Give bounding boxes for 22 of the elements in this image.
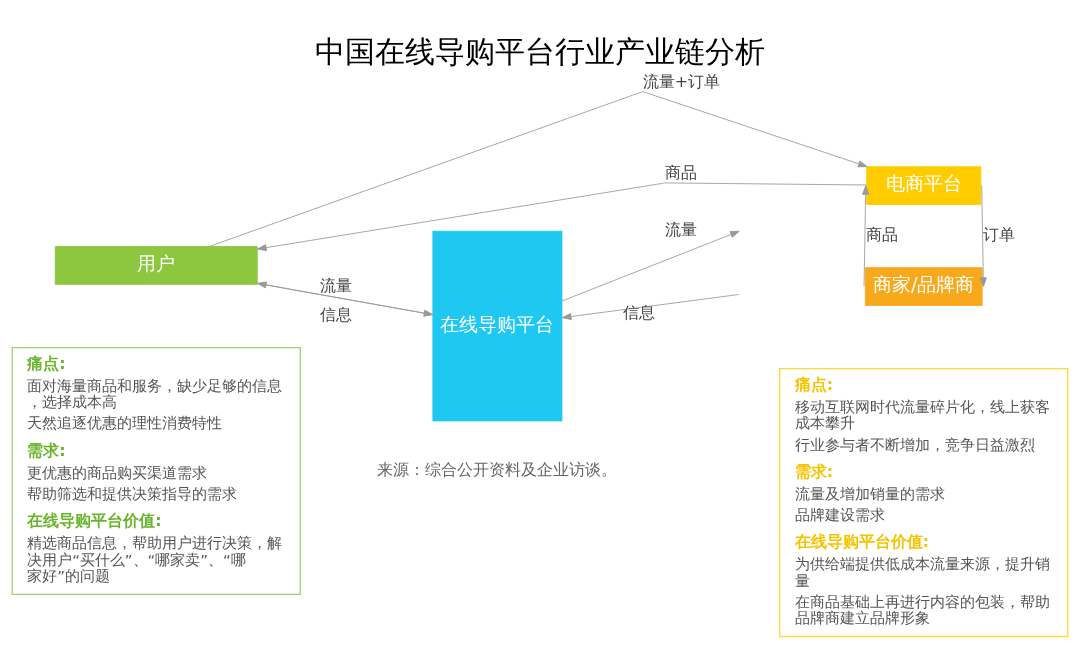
edge-label: 商品 bbox=[665, 163, 698, 182]
arrow bbox=[979, 185, 987, 287]
arrow bbox=[208, 91, 868, 247]
arrow bbox=[862, 185, 870, 287]
edge-label: 订单 bbox=[982, 225, 1015, 245]
node-box: 商家/品牌商 bbox=[864, 267, 983, 306]
node-box: 用户 bbox=[54, 246, 258, 285]
arrow bbox=[561, 230, 740, 302]
edge-label: 信息 bbox=[622, 303, 655, 323]
edge-label: 商品 bbox=[866, 225, 899, 245]
label: 来源：综合公开资料及企业访谈。 bbox=[377, 459, 618, 479]
edge-label: 流量 bbox=[665, 220, 698, 240]
node-box: 在线导购平台 bbox=[432, 230, 563, 422]
arrow bbox=[561, 294, 740, 320]
edge-label: 流量 bbox=[319, 276, 352, 296]
edge-label: 流量+订单 bbox=[642, 71, 721, 91]
node-box: 痛点: 面对海量商品和服务，缺少足够的信息，选择成本高 天然追逐优惠的理性消费特性 需求: 更优惠的商品购买渠道需求 帮助筛选和提供决策指导的需求 在线导购平台价值: 精选商品信息，帮助用户进行决策，解决用户“买什么”、“哪家卖”、“哪家好”的问题 bbox=[11, 346, 301, 595]
edge-label: 信息 bbox=[319, 305, 352, 325]
diagram-title: 中国在线导购平台行业产业链分析 bbox=[315, 33, 765, 69]
node-box: 痛点: 移动互联网时代流量碎片化，线上获客成本攀升 行业参与者不断增加，竞争日益激烈 需求: 流量及增加销量的需求 品牌建设需求 在线导购平台价值: 为供给端提供低成本流量来源，提升销量 在商品基础上再进行内容的包装，帮助品牌商建立品牌形象 bbox=[779, 368, 1069, 638]
node-box: 电商平台 bbox=[866, 166, 982, 205]
arrow bbox=[256, 182, 867, 252]
